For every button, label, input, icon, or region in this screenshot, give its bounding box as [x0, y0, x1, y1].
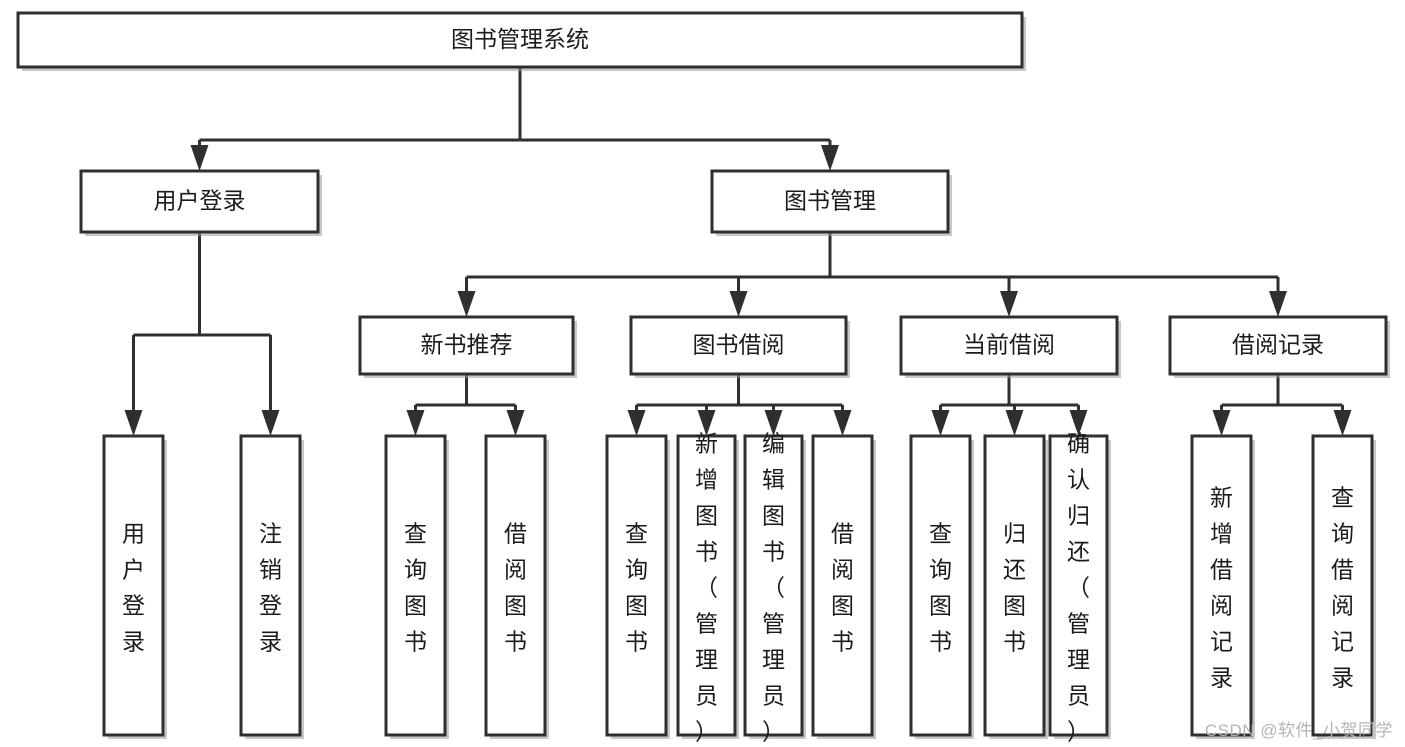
- node-box[interactable]: [899, 315, 1119, 376]
- connector-arrowhead: [1269, 291, 1287, 317]
- connector-arrowhead: [406, 410, 425, 436]
- connector-arrowhead: [1333, 410, 1352, 436]
- csdn-watermark: CSDN @软件_小贺同学: [1204, 721, 1393, 740]
- node-box[interactable]: [605, 434, 668, 737]
- node-current-borrow[interactable]: 当前借阅: [899, 315, 1121, 378]
- connector-arrowhead: [931, 410, 950, 436]
- node-leaf-borrow-book-1[interactable]: 借阅图书: [484, 434, 549, 739]
- node-box[interactable]: [710, 169, 950, 234]
- connector-group-book-manage: [457, 232, 1287, 317]
- node-box[interactable]: [676, 434, 737, 737]
- node-leaf-edit-book-admin[interactable]: 编辑图书（管理员）: [743, 431, 806, 745]
- node-box[interactable]: [1048, 434, 1109, 737]
- node-label: 图书管理: [784, 188, 876, 214]
- connector-arrowhead: [627, 410, 646, 436]
- node-box[interactable]: [79, 169, 320, 234]
- node-book-manage[interactable]: 图书管理: [710, 169, 952, 236]
- node-label: 新书推荐: [421, 332, 513, 358]
- connector-arrowhead: [1000, 291, 1018, 317]
- connector-arrowhead: [506, 410, 525, 436]
- node-root[interactable]: 图书管理系统: [16, 11, 1026, 71]
- node-leaf-add-book-admin[interactable]: 新增图书（管理员）: [676, 431, 739, 745]
- node-box[interactable]: [239, 434, 302, 737]
- connector-group-borrow-record: [1212, 374, 1352, 436]
- node-leaf-return-book[interactable]: 归还图书: [983, 434, 1048, 739]
- node-box[interactable]: [358, 315, 575, 376]
- node-label: 编辑图书（管理员）: [762, 431, 785, 745]
- connector-arrowhead: [697, 410, 716, 436]
- node-label: 查询图书: [929, 521, 952, 655]
- connector-group-current-borrow: [931, 374, 1088, 436]
- node-leaf-borrow-book-2[interactable]: 借阅图书: [811, 434, 876, 739]
- node-leaf-user-logout[interactable]: 注销登录: [239, 434, 304, 739]
- connector-group-book-borrow: [627, 374, 852, 436]
- connector-arrowhead: [190, 145, 209, 171]
- connector-group-user-login: [124, 232, 280, 436]
- node-box[interactable]: [384, 434, 447, 737]
- node-label: 图书借阅: [693, 332, 785, 358]
- node-box[interactable]: [1190, 434, 1253, 737]
- connector-arrowhead: [1069, 410, 1088, 436]
- connector-arrowhead: [457, 291, 476, 317]
- node-label: 归还图书: [1003, 521, 1026, 655]
- node-box[interactable]: [102, 434, 165, 737]
- connector-group-root: [190, 67, 839, 171]
- node-leaf-user-login[interactable]: 用户登录: [102, 434, 167, 739]
- connector-arrowhead: [124, 410, 143, 436]
- connector-arrowhead: [821, 145, 839, 171]
- node-box[interactable]: [629, 315, 848, 376]
- node-leaf-add-borrow-record[interactable]: 新增借阅记录: [1190, 434, 1255, 739]
- node-label: 借阅图书: [831, 521, 854, 655]
- node-user-login[interactable]: 用户登录: [79, 169, 322, 236]
- connector-layer: [124, 67, 1352, 436]
- node-box[interactable]: [16, 11, 1024, 69]
- node-label: 注销登录: [259, 521, 282, 655]
- node-leaf-query-borrow-record[interactable]: 查询借阅记录: [1311, 434, 1376, 739]
- node-box[interactable]: [743, 434, 804, 737]
- node-box[interactable]: [811, 434, 874, 737]
- node-leaf-query-book-3[interactable]: 查询图书: [909, 434, 974, 739]
- node-label: 查询图书: [625, 521, 648, 655]
- node-label: 图书管理系统: [451, 26, 589, 52]
- node-label: 查询借阅记录: [1331, 485, 1354, 691]
- connector-arrowhead: [1212, 410, 1231, 436]
- node-label: 新增图书（管理员）: [695, 431, 718, 745]
- node-borrow-record[interactable]: 借阅记录: [1168, 315, 1390, 378]
- connector-group-new-book-recommend: [406, 374, 525, 436]
- connector-arrowhead: [1005, 410, 1024, 436]
- node-box[interactable]: [983, 434, 1046, 737]
- node-label: 用户登录: [122, 521, 145, 655]
- connector-arrowhead: [764, 410, 783, 436]
- connector-arrowhead: [833, 410, 852, 436]
- connector-arrowhead: [261, 410, 280, 436]
- connector-arrowhead: [729, 291, 748, 317]
- node-label: 新增借阅记录: [1210, 485, 1233, 691]
- node-label: 用户登录: [154, 188, 246, 214]
- node-layer: 图书管理系统用户登录图书管理新书推荐图书借阅当前借阅借阅记录用户登录注销登录查询…: [16, 11, 1390, 745]
- node-new-book-recommend[interactable]: 新书推荐: [358, 315, 577, 378]
- node-box[interactable]: [909, 434, 972, 737]
- node-book-borrow[interactable]: 图书借阅: [629, 315, 850, 378]
- node-box[interactable]: [484, 434, 547, 737]
- node-leaf-query-book-1[interactable]: 查询图书: [384, 434, 449, 739]
- node-label: 借阅记录: [1232, 332, 1324, 358]
- node-box[interactable]: [1311, 434, 1374, 737]
- node-leaf-confirm-return-admin[interactable]: 确认归还（管理员）: [1048, 431, 1111, 745]
- node-label: 确认归还（管理员）: [1067, 431, 1090, 745]
- node-label: 借阅图书: [504, 521, 527, 655]
- node-label: 查询图书: [404, 521, 427, 655]
- node-label: 当前借阅: [963, 332, 1055, 358]
- node-leaf-query-book-2[interactable]: 查询图书: [605, 434, 670, 739]
- node-box[interactable]: [1168, 315, 1388, 376]
